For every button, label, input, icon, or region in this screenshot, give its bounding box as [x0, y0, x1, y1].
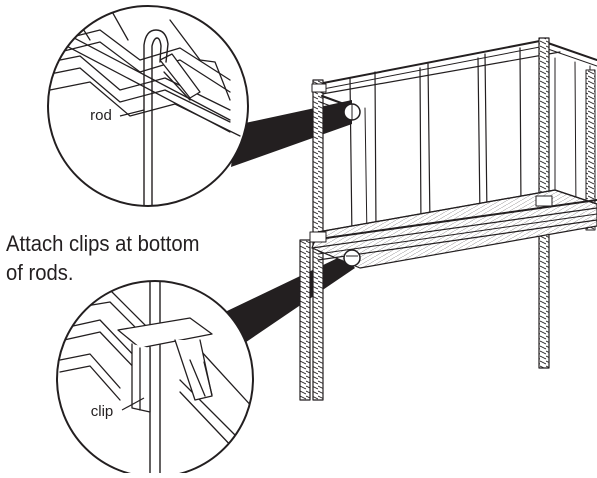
- detail-marker-bottom: [343, 249, 361, 267]
- rod-label: rod: [90, 107, 112, 124]
- magnifier-clip-detail: clip: [56, 280, 254, 478]
- instruction-line-2: of rods.: [6, 260, 74, 285]
- detail-marker-top: [343, 103, 361, 121]
- shelving-unit: [299, 37, 597, 401]
- callout-pointer-top: [231, 100, 352, 167]
- instruction-line-1: Attach clips at bottom: [6, 231, 200, 256]
- clip-label: clip: [91, 403, 114, 420]
- instruction-text: Attach clips at bottom of rods.: [6, 229, 236, 287]
- magnifier-rod-detail: rod: [47, 5, 249, 207]
